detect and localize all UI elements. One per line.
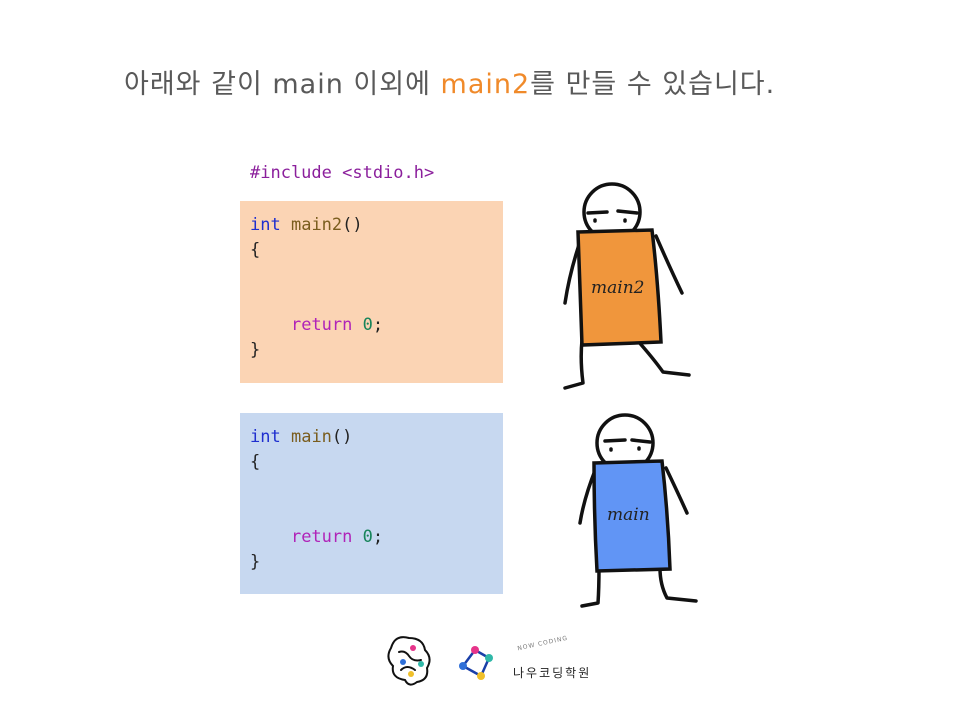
blank-line [250, 475, 503, 500]
brain-logo-icon [387, 636, 431, 686]
title-prefix: 아래와 같이 main 이외에 [124, 69, 441, 100]
slide-title: 아래와 같이 main 이외에 main2를 만들 수 있습니다. [124, 62, 904, 101]
blank-line [250, 263, 503, 288]
logo-text: 나우코딩학원 [513, 666, 592, 680]
main-figure-label: main [607, 505, 650, 525]
signature-line: int main() [250, 425, 503, 450]
open-brace: { [250, 452, 261, 472]
type-keyword: int [250, 215, 281, 235]
semicolon: ; [372, 527, 384, 547]
return-value: 0 [362, 315, 373, 335]
close-brace: } [250, 552, 261, 572]
semicolon: ; [372, 315, 384, 335]
main2-figure-label: main2 [591, 278, 644, 298]
main2-figure-illustration: main2 [563, 182, 691, 390]
code-block-main2: int main2() { return 0; } [240, 201, 503, 383]
parens: () [342, 215, 363, 235]
main-figure-illustration: main [578, 413, 698, 608]
function-name: main [290, 427, 332, 447]
network-logo-icon [459, 646, 493, 680]
include-line: #include <stdio.h> [250, 163, 435, 183]
academy-logo: NOW CODING 나우코딩학원 [385, 630, 605, 690]
return-value: 0 [362, 527, 373, 547]
logo-arc-text: NOW CODING [516, 634, 569, 653]
open-brace: { [250, 240, 261, 260]
return-keyword: return [290, 527, 353, 547]
blank-line [250, 288, 503, 313]
function-name: main2 [290, 215, 343, 235]
code-block-main: int main() { return 0; } [240, 413, 503, 594]
title-suffix: 를 만들 수 있습니다. [530, 69, 776, 100]
parens: () [331, 427, 353, 447]
main-shirt [592, 459, 672, 573]
return-line: return 0; [250, 313, 503, 338]
title-accent: main2 [440, 69, 531, 100]
return-keyword: return [290, 315, 353, 335]
return-line: return 0; [250, 525, 503, 550]
main2-shirt [576, 228, 663, 347]
signature-line: int main2() [250, 213, 503, 238]
type-keyword: int [250, 427, 281, 447]
close-brace: } [250, 340, 261, 360]
blank-line [250, 500, 503, 525]
